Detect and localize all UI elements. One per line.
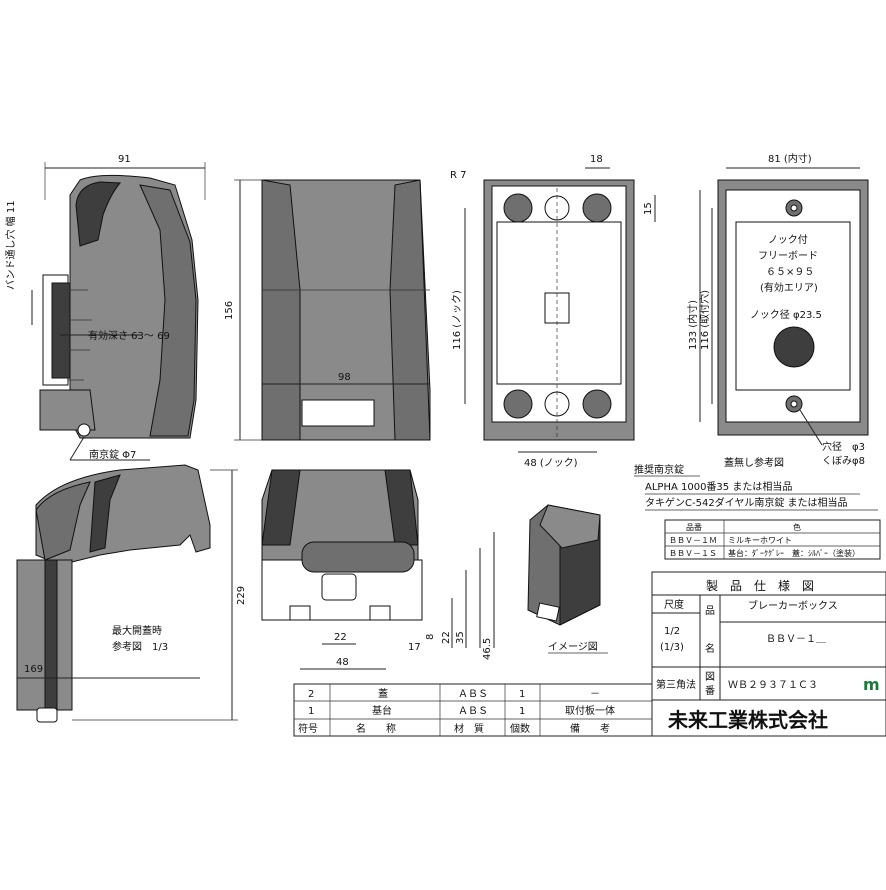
spec-title: 製 品 仕 様 図 [706, 579, 814, 593]
scale-value-2: (1/3) [660, 642, 684, 653]
parts-row2-material: ＡＢＳ [458, 706, 488, 717]
bottom-48-dim: 48 [336, 657, 349, 668]
padlock-rec-line2: タキゲンC-542ダイヤル南京錠 または相当品 [645, 496, 848, 509]
open-169-dim: 169 [24, 664, 43, 675]
parts-header-note: 備 考 [570, 722, 610, 735]
bottom-22-dim: 22 [334, 632, 347, 643]
parts-row1-qty: 1 [519, 689, 525, 700]
padlock-recommendation: 推奨南京錠 ALPHA 1000番35 または相当品 タキゲンC-542ダイヤル… [634, 463, 878, 511]
counterbore-label: くぼみφ8 [822, 455, 865, 467]
color-row2-color: 基台：ﾀﾞｰｸｸﾞﾚｰ 蓋：ｼﾙﾊﾞｰ（塗装） [728, 548, 860, 558]
bottom-46-dim: 46.5 [482, 638, 493, 660]
padlock-label: 南京錠 Φ7 [89, 448, 136, 461]
parts-row1-material: ＡＢＳ [458, 689, 488, 700]
padlock-rec-line1: ALPHA 1000番35 または相当品 [645, 480, 792, 493]
hole-dia-label: 穴径 φ3 [822, 440, 865, 453]
r7-label: R 7 [450, 170, 467, 181]
parts-header-name: 名 称 [356, 722, 396, 735]
drawing-label-1: 図 [705, 671, 715, 683]
parts-row1-no: 2 [308, 689, 314, 700]
bottom-22v-dim: 22 [441, 631, 452, 644]
image-view: イメージ図 [527, 504, 608, 654]
depth-label: 有効深さ 63～ 69 [88, 329, 170, 342]
spec-title-block: 製 品 仕 様 図 尺度 1/2 (1/3) 品 名 ブレーカーボックス ＢＢＶ… [651, 571, 886, 737]
color-table: 品番 色 ＢＢＶ－１Ｍ ミルキーホワイト ＢＢＶ－１Ｓ 基台：ﾀﾞｰｸｸﾞﾚｰ … [664, 519, 881, 560]
knock-48-dim: 48 (ノック) [524, 457, 578, 469]
parts-header-qty: 個数 [510, 722, 530, 735]
padlock-rec-title: 推奨南京錠 [634, 463, 684, 476]
drawing-label-2: 番 [705, 685, 715, 697]
inner-81-dim: 81 (内寸) [768, 152, 812, 165]
scale-label: 尺度 [664, 598, 684, 611]
board-line-4: (有効エリア) [760, 281, 818, 294]
color-header-color: 色 [793, 522, 801, 532]
scale-value-1: 1/2 [664, 626, 680, 637]
company-name: 未来工業株式会社 [668, 708, 828, 732]
open-view: 229 169 最大開蓋時 参考図 1/3 [16, 464, 247, 723]
color-header-model: 品番 [686, 522, 702, 532]
base-view: R 7 18 15 116 (ノック) 48 (ノック) [450, 154, 656, 469]
front-height-dim: 156 [224, 301, 235, 320]
band-hole-label: バンド通し穴 幅 11 [4, 200, 17, 290]
drawing-number: ＷＢ２９３７１Ｃ３ [728, 680, 818, 691]
parts-row1-name: 蓋 [378, 688, 388, 700]
parts-table: 2 蓋 ＡＢＳ 1 － 1 基台 ＡＢＳ 1 取付板一体 符号 名 称 材 質 … [293, 683, 653, 737]
bottom-8-dim: 8 [425, 634, 436, 640]
front-width-dim: 98 [338, 372, 351, 383]
board-line-3: ６５×９５ [766, 267, 814, 278]
side-width-dim: 91 [118, 154, 131, 165]
bottom-35-dim: 35 [455, 631, 466, 644]
side-view: 91 バンド通し穴 幅 11 有効深さ 63～ 69 南京錠 Φ7 [4, 154, 206, 461]
board-line-1: ノック付 [768, 233, 808, 246]
knock-dia-label: ノック径 φ23.5 [750, 308, 822, 321]
parts-row1-note: － [590, 689, 600, 700]
cover-off-caption: 蓋無し参考図 [724, 456, 784, 469]
parts-row2-note: 取付板一体 [565, 704, 615, 717]
color-row2-model: ＢＢＶ－１Ｓ [669, 549, 717, 558]
product-name: ブレーカーボックス [748, 599, 838, 612]
image-caption: イメージ図 [548, 641, 598, 653]
knock-116-dim: 116 (ノック) [451, 290, 463, 350]
inner-133-dim: 133 (内寸) [686, 300, 699, 350]
color-row1-model: ＢＢＶ－１Ｍ [669, 536, 717, 545]
model-name: ＢＢＶ－１＿ [766, 634, 826, 645]
parts-row2-no: 1 [308, 706, 314, 717]
open-229-dim: 229 [236, 586, 247, 605]
mount-116-dim: 116 (取付穴) [698, 290, 711, 350]
open-note-2: 参考図 1/3 [112, 640, 168, 653]
open-note-1: 最大開蓋時 [112, 624, 162, 637]
base-15-dim: 15 [643, 202, 654, 215]
bottom-17-dim: 17 [408, 642, 421, 653]
name-label-1: 品 [705, 605, 715, 617]
base-18-dim: 18 [590, 154, 603, 165]
front-view: 156 98 [224, 179, 431, 441]
color-row1-color: ミルキーホワイト [728, 536, 792, 545]
company-logo: m [863, 675, 880, 694]
projection-label: 第三角法 [656, 678, 696, 691]
name-label-2: 名 [705, 642, 715, 655]
cover-off-view: 81 (内寸) 133 (内寸) 116 (取付穴) ノック付 フリーボード ６… [686, 152, 869, 469]
bottom-view: 22 48 17 8 22 35 46.5 [261, 469, 495, 670]
board-line-2: フリーボード [758, 250, 818, 262]
parts-header-material: 材 質 [454, 722, 484, 735]
parts-row2-qty: 1 [519, 706, 525, 717]
parts-row2-name: 基台 [372, 704, 392, 717]
parts-header-no: 符号 [298, 722, 318, 735]
